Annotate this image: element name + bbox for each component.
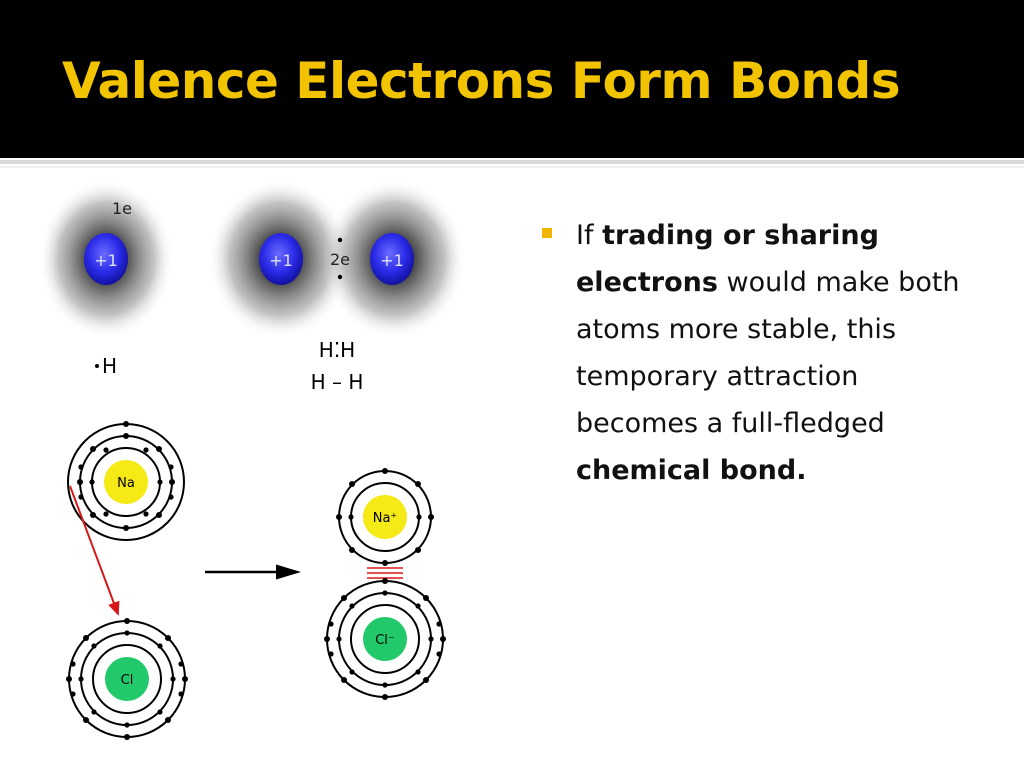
cl-ion-label: Cl⁻ bbox=[375, 633, 395, 648]
nucleus-charge-left: +1 bbox=[269, 251, 293, 270]
electron-dot bbox=[337, 237, 343, 243]
divider-rule-light bbox=[0, 166, 1024, 168]
cl-label: Cl bbox=[121, 673, 134, 688]
title-bar: Valence Electrons Form Bonds bbox=[0, 0, 1024, 158]
divider-rule bbox=[0, 160, 1024, 164]
h2-molecule: +1 +1 2e H⁚H H – H bbox=[208, 179, 466, 394]
cl-atom bbox=[66, 618, 188, 740]
bullet-text-part: If bbox=[576, 220, 603, 251]
electron-count-label: 1e bbox=[112, 199, 132, 218]
shared-electron-label: 2e bbox=[330, 250, 350, 269]
bonding-diagram: +1 1e H +1 +1 2e H⁚H H – H bbox=[38, 179, 466, 740]
bullet-list: If trading or sharing electrons would ma… bbox=[540, 212, 960, 494]
na-ion bbox=[336, 468, 434, 566]
h-symbol: H bbox=[102, 354, 117, 378]
nucleus-charge-right: +1 bbox=[380, 251, 404, 270]
bullet-text-emphasis: trading or sharing electrons bbox=[576, 220, 879, 298]
nucleus bbox=[84, 233, 128, 285]
slide-title: Valence Electrons Form Bonds bbox=[62, 52, 901, 110]
electron-transfer-arrow bbox=[69, 485, 120, 616]
bullet-text-part: would make both atoms more stable, this … bbox=[576, 267, 960, 439]
cl-ion bbox=[324, 578, 446, 700]
na-label: Na bbox=[117, 476, 135, 491]
nucleus-right bbox=[370, 233, 414, 285]
nucleus-left bbox=[259, 233, 303, 285]
bullet-item: If trading or sharing electrons would ma… bbox=[576, 212, 960, 494]
h-atom: +1 1e H bbox=[38, 179, 174, 378]
ionic-bond bbox=[367, 567, 403, 579]
bullet-text-emphasis: chemical bond. bbox=[576, 455, 807, 486]
nucleus-charge: +1 bbox=[94, 251, 118, 270]
electron-dot bbox=[95, 364, 99, 368]
na-atom bbox=[67, 421, 185, 541]
dot-formula: H⁚H bbox=[319, 338, 355, 362]
line-formula: H – H bbox=[311, 370, 364, 394]
electron-dot bbox=[337, 274, 343, 280]
na-ion-label: Na⁺ bbox=[373, 511, 398, 526]
bullet-square-icon bbox=[542, 228, 552, 238]
